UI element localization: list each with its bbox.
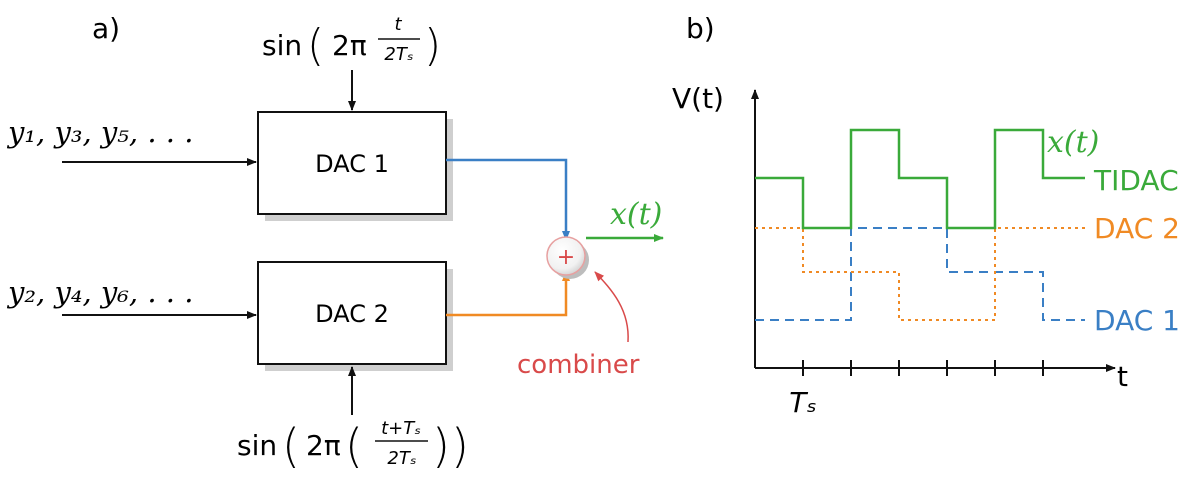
dac2-waveform [755, 227, 1085, 321]
dac1-waveform [755, 227, 1085, 321]
dac2-label: DAC 2 [315, 300, 389, 328]
clock-top-paren-open: ( [307, 20, 324, 71]
combiner-circle [546, 236, 586, 276]
dac1-box [257, 111, 447, 215]
output-label-a: x(t) [610, 197, 662, 232]
clock-top-paren-close: ) [424, 20, 441, 71]
clock-top-den: 2Tₛ [384, 44, 413, 65]
combiner-label: combiner [517, 350, 640, 380]
tick-label-ts: Tₛ [789, 386, 817, 419]
clock-bottom-two-pi: 2π [306, 429, 341, 462]
dac2-to-combiner-line [446, 271, 570, 317]
dac2-box [257, 261, 447, 365]
clock-top-func: sin [262, 29, 302, 62]
clock-bottom-den: 2Tₛ [387, 448, 416, 469]
x-ticks [802, 360, 1044, 376]
clock-bottom-inner-paren-open: ( [345, 419, 363, 473]
clock-bottom-paren-open: ( [282, 419, 300, 473]
input-bottom-label: y₂, y₄, y₆, . . . [6, 275, 193, 309]
x-axis-label: t [1117, 360, 1128, 393]
panel-b-label: b) [686, 12, 715, 45]
tidac-waveform [755, 128, 1085, 230]
clock-top-two-pi: 2π [332, 29, 367, 62]
panel-a-label: a) [92, 12, 120, 45]
dac1-label: DAC 1 [315, 150, 389, 178]
clock-bottom-func: sin [237, 429, 277, 462]
clock-top-formula: sin ( 2π t 2Tₛ ) [262, 14, 441, 71]
dac1-to-combiner-line [446, 158, 570, 241]
output-label-b: x(t) [1047, 125, 1099, 160]
combiner-pointer [594, 271, 629, 343]
series-label-dac1: DAC 1 [1094, 304, 1180, 337]
combiner-plus: + [557, 245, 575, 270]
clock-top-num: t [394, 14, 402, 35]
clock-bottom-inner-paren-close: ) [432, 419, 450, 473]
clock-bottom-formula: sin ( 2π ( t+Tₛ 2Tₛ ) ) [237, 418, 469, 473]
series-label-dac2: DAC 2 [1094, 212, 1180, 245]
y-axis-label: V(t) [672, 82, 724, 115]
clock-bottom-paren-close: ) [451, 419, 469, 473]
series-label-tidac: TIDAC [1093, 164, 1179, 197]
clock-bottom-num: t+Tₛ [381, 418, 421, 439]
input-top-label: y₁, y₃, y₅, . . . [6, 115, 193, 149]
